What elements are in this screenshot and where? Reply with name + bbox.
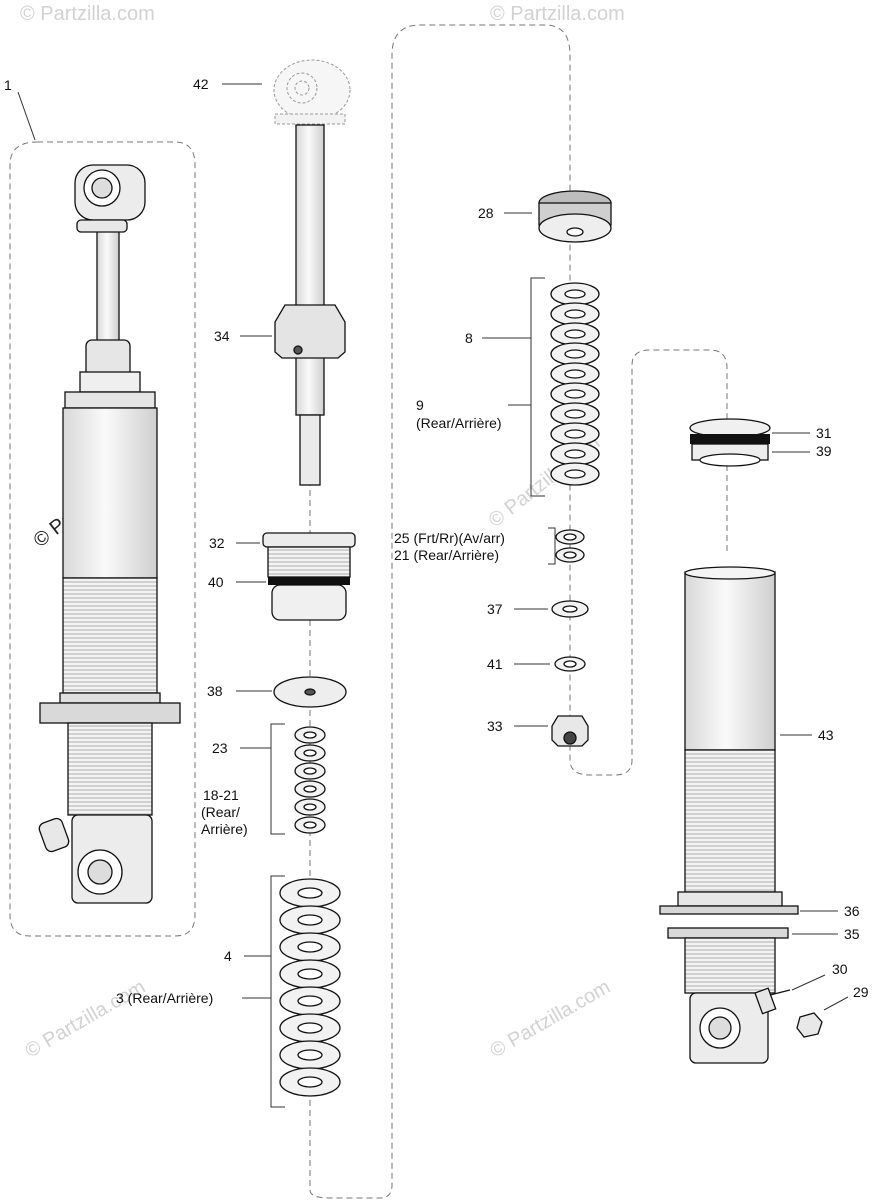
callout-3: 3 (Rear/Arrière) (116, 990, 213, 1006)
callout-9-rear: (Rear/Arrière) (416, 415, 502, 431)
callout-40: 40 (208, 574, 224, 590)
watermark-6: © Partzilla.com (487, 976, 615, 1062)
part-35-adjuster-ring (667, 927, 789, 994)
callout-35: 35 (844, 926, 860, 942)
watermark-2: © Partzilla.com (490, 3, 625, 25)
callout-39: 39 (816, 443, 832, 459)
callout-31: 31 (816, 425, 832, 441)
callout-34: 34 (214, 328, 230, 344)
part-43-body (684, 566, 776, 893)
part-42-eye (273, 59, 351, 125)
callout-41: 41 (487, 656, 503, 672)
callout-30: 30 (832, 961, 848, 977)
part-36-spring-seat (659, 891, 799, 915)
part-23-shim-stack (294, 726, 326, 834)
part-4-shim-stack (279, 878, 341, 1097)
callout-4: 4 (224, 948, 232, 964)
callout-32: 32 (209, 535, 225, 551)
shock-assembly-complete (38, 164, 181, 904)
part-38-washer (273, 676, 347, 708)
callout-8: 8 (465, 330, 473, 346)
callout-42: 42 (193, 76, 209, 92)
callout-25: 25 (Frt/Rr)(Av/arr) (394, 530, 505, 546)
part-32-cap (262, 532, 356, 621)
part-29-cap (796, 1012, 823, 1038)
callout-28: 28 (478, 205, 494, 221)
callout-21: 21 (Rear/Arrière) (394, 547, 499, 563)
part-30-valve (754, 987, 791, 1015)
callout-labels: 1 42 34 32 40 38 23 18-21 (Rear/ Arrière… (4, 76, 869, 1006)
piston-rod (295, 124, 325, 486)
part-33-nut (551, 715, 589, 747)
callout-37: 37 (487, 601, 503, 617)
part-40-o-ring (268, 577, 350, 585)
callout-23: 23 (212, 740, 228, 756)
callout-18-21-arriere: Arrière) (201, 821, 248, 837)
part-34-bumper (274, 304, 346, 359)
part-28-piston (538, 190, 612, 243)
part-41-washer (554, 656, 586, 672)
callout-18-21-rear: (Rear/ (201, 804, 240, 820)
callout-18-21: 18-21 (203, 787, 239, 803)
callout-1: 1 (4, 77, 12, 93)
part-37-washer (551, 600, 589, 618)
callout-43: 43 (818, 727, 834, 743)
callout-38: 38 (207, 683, 223, 699)
watermark-5: © Partzilla.com (22, 976, 150, 1062)
callout-29: 29 (853, 984, 869, 1000)
callout-9: 9 (416, 397, 424, 413)
part-31-39-seal (689, 418, 771, 467)
callout-33: 33 (487, 718, 503, 734)
part-25-21-washers (555, 529, 585, 563)
leader-lines (17, 83, 849, 1108)
watermark-1: © Partzilla.com (20, 3, 155, 25)
callout-36: 36 (844, 903, 860, 919)
body-lower-eye (689, 992, 769, 1064)
part-8-shim-stack (550, 282, 600, 486)
